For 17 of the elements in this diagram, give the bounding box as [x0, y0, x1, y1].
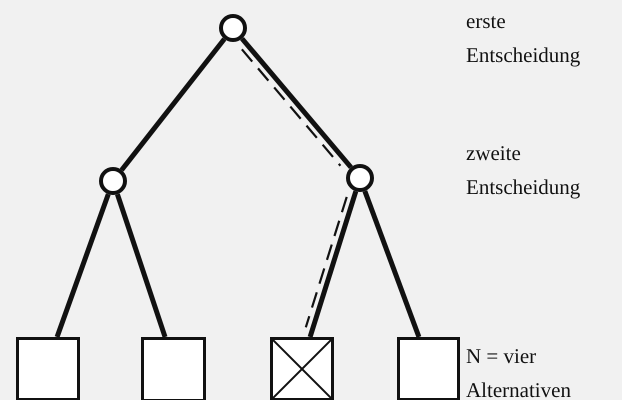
decision-circle [219, 14, 247, 42]
branch-line [120, 37, 226, 172]
decision-circle [99, 167, 127, 195]
crossed-alternative-box [270, 337, 334, 400]
decision-circle [346, 164, 374, 192]
branch-line [308, 190, 358, 338]
branch-line [362, 190, 422, 338]
branch-line [240, 37, 353, 169]
annotation-text: erste Entscheidung [466, 8, 582, 69]
annotation-text: N = vier Alternativen [466, 343, 572, 400]
branch-line [115, 193, 168, 338]
alternative-box [397, 337, 460, 400]
alternative-box [141, 337, 206, 400]
dashed-path-line [241, 48, 342, 166]
annotation-text: zweite Entscheidung [466, 140, 582, 201]
dashed-path-line [304, 196, 348, 328]
alternative-box [16, 337, 80, 400]
